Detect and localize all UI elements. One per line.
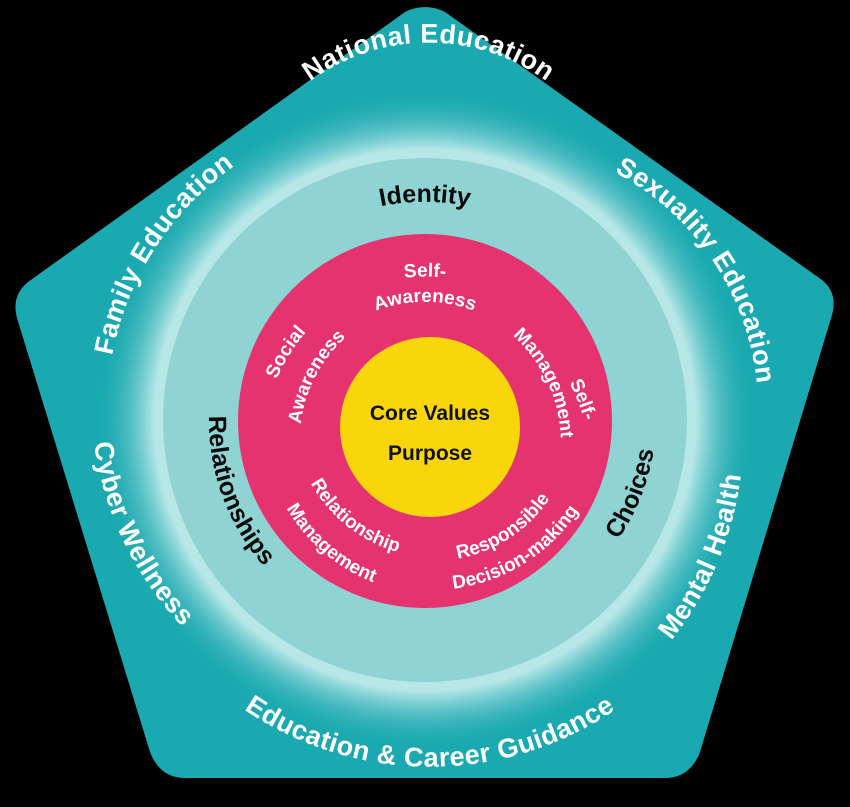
label-core-values: Core Values: [370, 402, 490, 425]
label-purpose: Purpose: [388, 442, 472, 465]
core-circle: [340, 337, 520, 517]
label-self-awareness-line1: Self-: [403, 260, 447, 282]
label-identity: Identity: [377, 180, 473, 212]
